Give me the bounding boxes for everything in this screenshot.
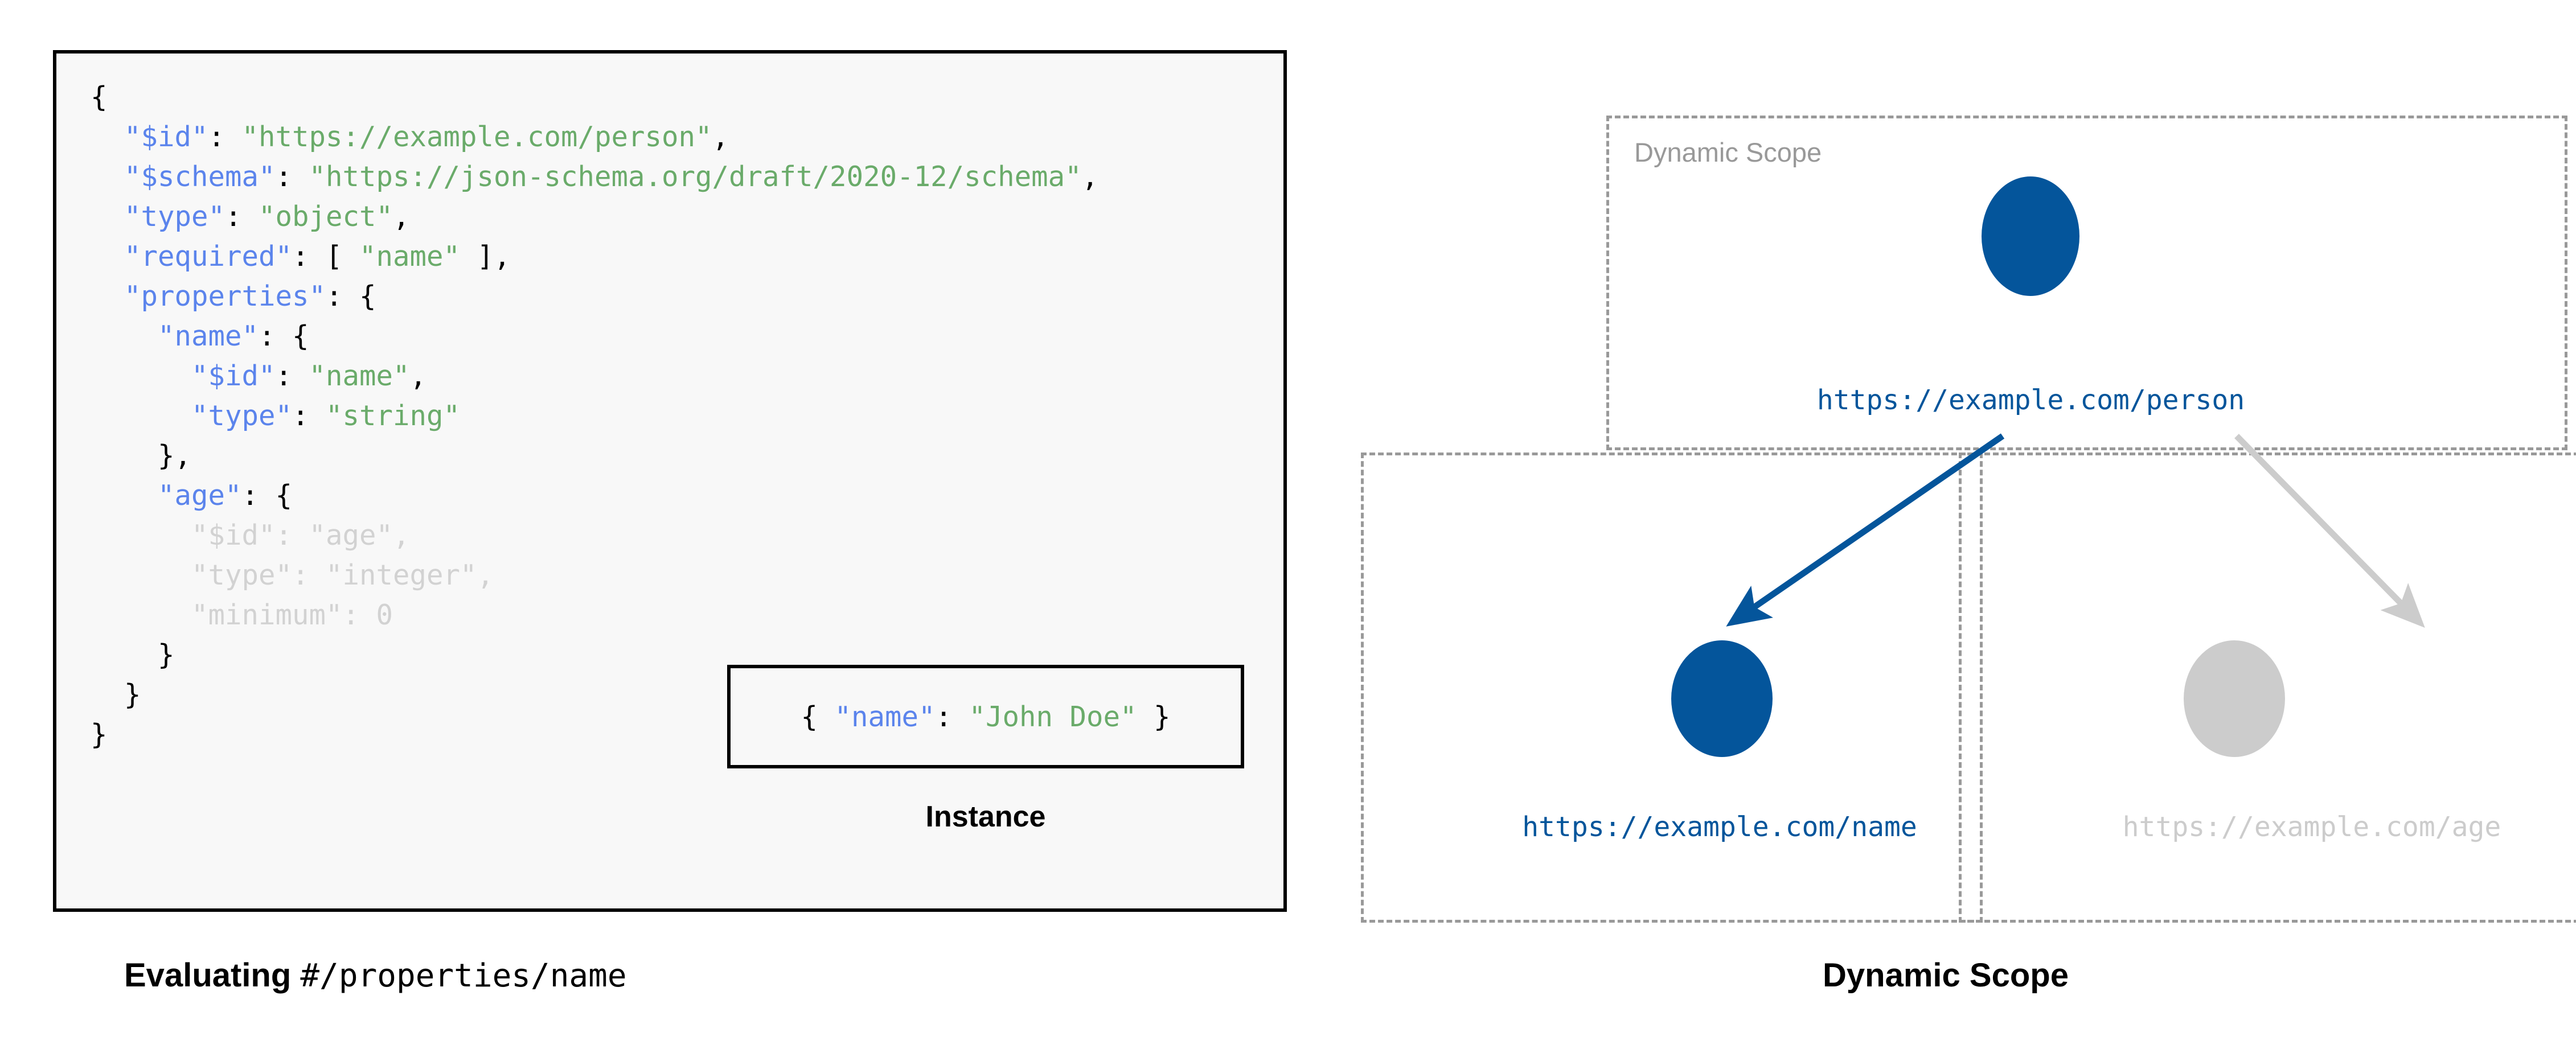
code-line: "name": { xyxy=(158,320,309,352)
schema-code-listing: { "$id": "https://example.com/person", "… xyxy=(91,77,1098,755)
evaluating-caption-bold: Evaluating xyxy=(124,957,292,994)
code-line: }, xyxy=(158,439,192,472)
code-line: { xyxy=(91,81,108,113)
code-line: "type": "object", xyxy=(124,200,410,233)
code-line: "type": "integer", xyxy=(191,559,494,591)
scope-box-root xyxy=(1606,116,2567,450)
code-line: } xyxy=(91,718,108,751)
node-name[interactable] xyxy=(1671,640,1773,757)
node-age[interactable] xyxy=(2184,640,2285,757)
code-line: "age": { xyxy=(158,479,293,512)
code-line: } xyxy=(124,678,141,711)
dynamic-scope-panel: Dynamic Scope https://example.com/person… xyxy=(1315,0,2576,1053)
code-line: "$id": "name", xyxy=(191,360,427,392)
code-line: "required": [ "name" ], xyxy=(124,240,511,273)
dynamic-scope-caption: Dynamic Scope xyxy=(1823,957,2069,994)
schema-panel: { "$id": "https://example.com/person", "… xyxy=(53,50,1287,994)
code-line: "minimum": 0 xyxy=(191,599,393,631)
scope-box-label: Dynamic Scope xyxy=(1634,137,1822,167)
schema-code-block: { "$id": "https://example.com/person", "… xyxy=(53,50,1287,912)
code-line: "$id": "https://example.com/person", xyxy=(124,121,729,153)
node-name-label: https://example.com/name xyxy=(1522,811,1917,843)
evaluating-caption-pointer: #/properties/name xyxy=(300,957,627,994)
node-person-label: https://example.com/person xyxy=(1816,384,2245,416)
code-line: "type": "string" xyxy=(191,400,461,432)
node-age-label: https://example.com/age xyxy=(2122,811,2501,843)
node-person[interactable] xyxy=(1982,176,2079,296)
code-line: "properties": { xyxy=(124,280,376,312)
instance-caption: Instance xyxy=(925,800,1046,833)
code-line: "$schema": "https://json-schema.org/draf… xyxy=(124,161,1099,193)
evaluating-caption: Evaluating #/properties/name xyxy=(124,956,627,994)
instance-box: { "name": "John Doe" } xyxy=(727,665,1244,768)
code-line: } xyxy=(158,639,175,671)
scope-box-name xyxy=(1361,453,1983,923)
instance-code: { "name": "John Doe" } xyxy=(801,700,1171,733)
code-line: "$id": "age", xyxy=(191,519,410,552)
